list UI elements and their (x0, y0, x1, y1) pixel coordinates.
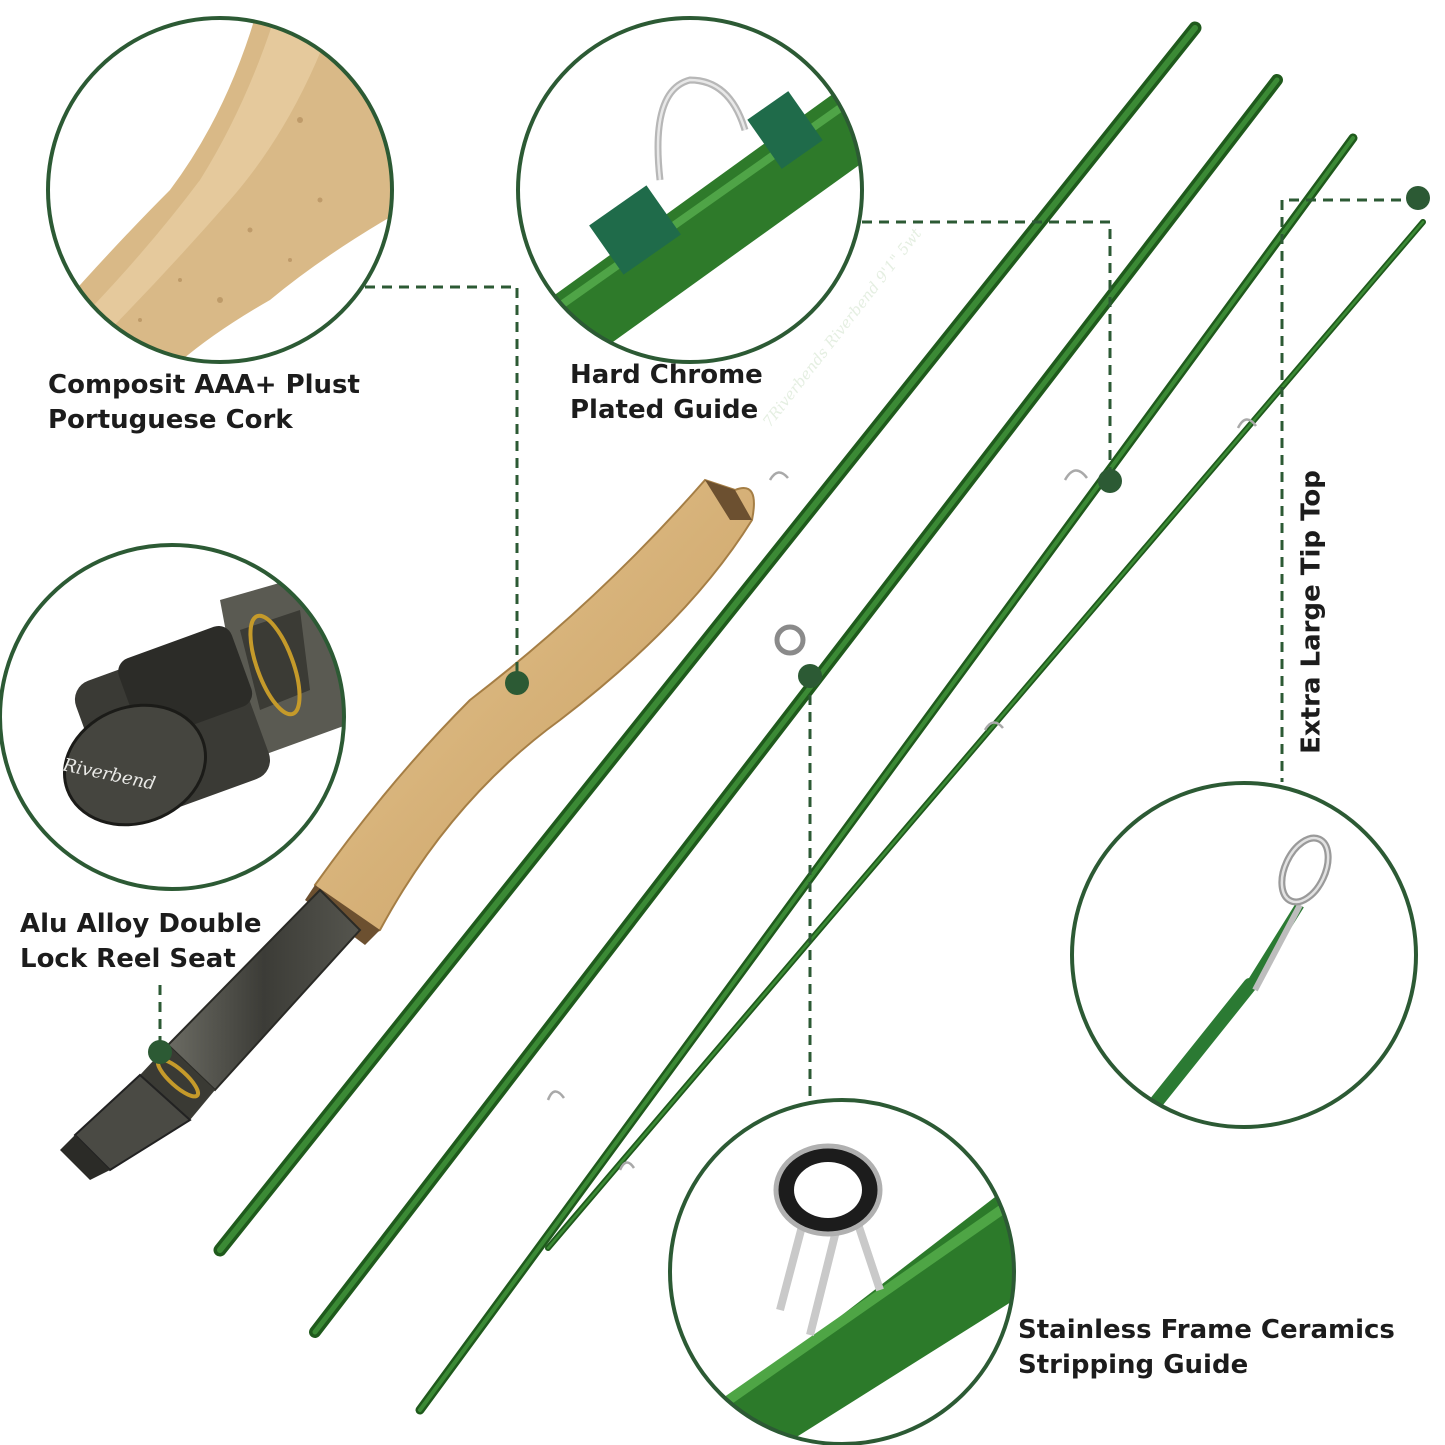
callout-label-stripping-line1: Stainless Frame Ceramics (1018, 1315, 1395, 1345)
callout-dot-tip-top (1406, 186, 1430, 210)
zoom-circle-reel-seat: Riverbend (0, 543, 346, 891)
callout-line-chrome-guide (862, 220, 1112, 480)
rod-section-tip (545, 219, 1426, 1251)
rod-section-third (415, 133, 1358, 1415)
callout-label-chrome-line2: Plated Guide (570, 395, 759, 425)
callout-label-tiptop-text: Extra Large Tip Top (1296, 470, 1327, 754)
callout-line-tip-top (1280, 198, 1418, 782)
callout-label-reelseat-line1: Alu Alloy Double (20, 909, 262, 939)
callout-label-reel-seat: Alu Alloy Double Lock Reel Seat (20, 907, 262, 977)
rod-section-butt (213, 21, 1202, 1257)
callout-dot-cork (505, 671, 529, 695)
zoom-circle-cork (46, 16, 394, 364)
callout-label-chrome-line1: Hard Chrome (570, 360, 763, 390)
callout-label-tip-top: Extra Large Tip Top (1295, 470, 1330, 754)
callout-dot-chrome-guide (1098, 469, 1122, 493)
callout-dot-stripping-guide (798, 664, 822, 688)
callout-label-stripping-line2: Stripping Guide (1018, 1350, 1249, 1380)
callout-label-cork: Composit AAA+ Plust Portuguese Cork (48, 368, 360, 438)
zoom-circle-chrome-guide (516, 16, 864, 364)
zoom-circle-tip-top (1070, 781, 1418, 1129)
zoom-circle-stripping-guide (668, 1098, 1016, 1445)
callout-label-cork-line2: Portuguese Cork (48, 405, 293, 435)
callout-label-cork-line1: Composit AAA+ Plust (48, 370, 360, 400)
callout-label-chrome-guide: Hard Chrome Plated Guide (570, 358, 763, 428)
rod-guides (546, 418, 1258, 1171)
callout-label-reelseat-line2: Lock Reel Seat (20, 944, 236, 974)
reel-seat (60, 888, 362, 1180)
callout-label-stripping-guide: Stainless Frame Ceramics Stripping Guide (1018, 1313, 1395, 1383)
cork-grip (305, 478, 755, 945)
callout-line-cork (365, 285, 519, 680)
callout-dot-reel-seat (148, 1040, 172, 1064)
rod-section-second (309, 74, 1283, 1338)
